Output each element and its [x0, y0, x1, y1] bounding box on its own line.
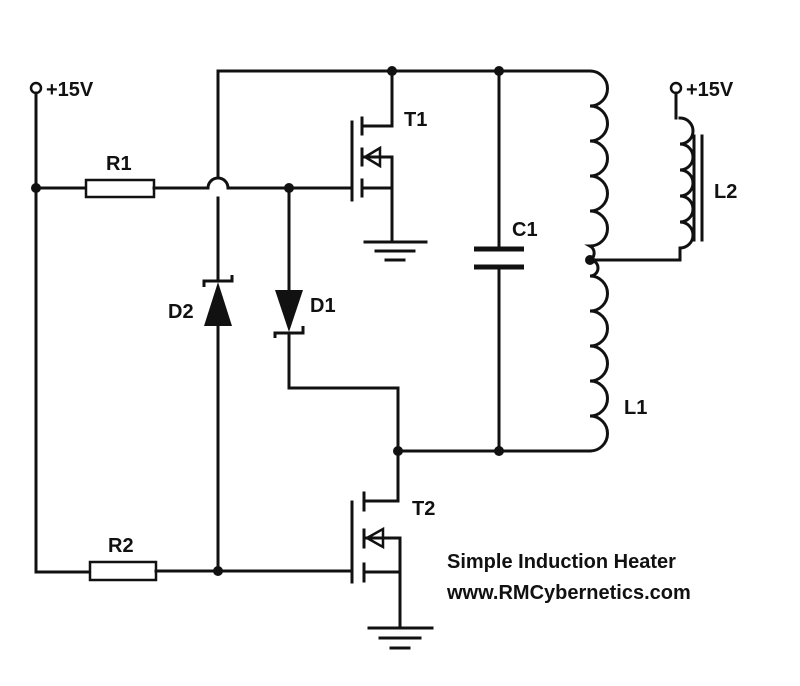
caption-title: Simple Induction Heater	[447, 551, 676, 573]
ground-symbol-t1	[363, 240, 428, 262]
right-supply-label: +15V	[686, 79, 734, 101]
d1-label: D1	[310, 295, 336, 317]
t1-label: T1	[404, 109, 427, 131]
capacitor-c1: C1	[474, 219, 538, 270]
d2-label: D2	[168, 301, 194, 323]
center-tap-wire	[588, 246, 682, 262]
r1-label: R1	[106, 153, 132, 175]
junction-dot	[393, 446, 403, 456]
junction-dot	[213, 566, 223, 576]
right-supply-terminal: +15V	[669, 79, 734, 101]
l2-label: L2	[714, 181, 737, 203]
junction-dot	[585, 255, 595, 265]
t2-label: T2	[412, 498, 435, 520]
resistor-r1: R1	[84, 153, 156, 199]
l1-label: L1	[624, 397, 647, 419]
zener-diode-d2: D2	[168, 275, 234, 326]
caption-website: www.RMCybernetics.com	[446, 582, 691, 604]
junction-dot	[284, 183, 294, 193]
junction-dot	[494, 446, 504, 456]
left-rail-wire	[34, 91, 92, 574]
inductor-l1: L1	[584, 69, 647, 453]
junction-dot	[31, 183, 41, 193]
inductor-l2: L2	[674, 91, 737, 250]
c1-label: C1	[512, 219, 538, 241]
r2-label: R2	[108, 535, 134, 557]
r1-to-gate-wire	[152, 176, 346, 190]
mosfet-t2: T2	[350, 449, 435, 630]
resistor-r2: R2	[88, 535, 158, 582]
left-supply-label: +15V	[46, 79, 94, 101]
ground-symbol-t2	[367, 626, 434, 650]
junction-dot	[387, 66, 397, 76]
left-supply-terminal: +15V	[29, 79, 94, 101]
mosfet-t1: T1	[342, 69, 427, 244]
d1-to-t2-drain-wire	[287, 331, 400, 452]
top-rail-wire	[216, 69, 592, 180]
zener-diode-d1: D1	[273, 290, 336, 338]
junction-dot	[494, 66, 504, 76]
